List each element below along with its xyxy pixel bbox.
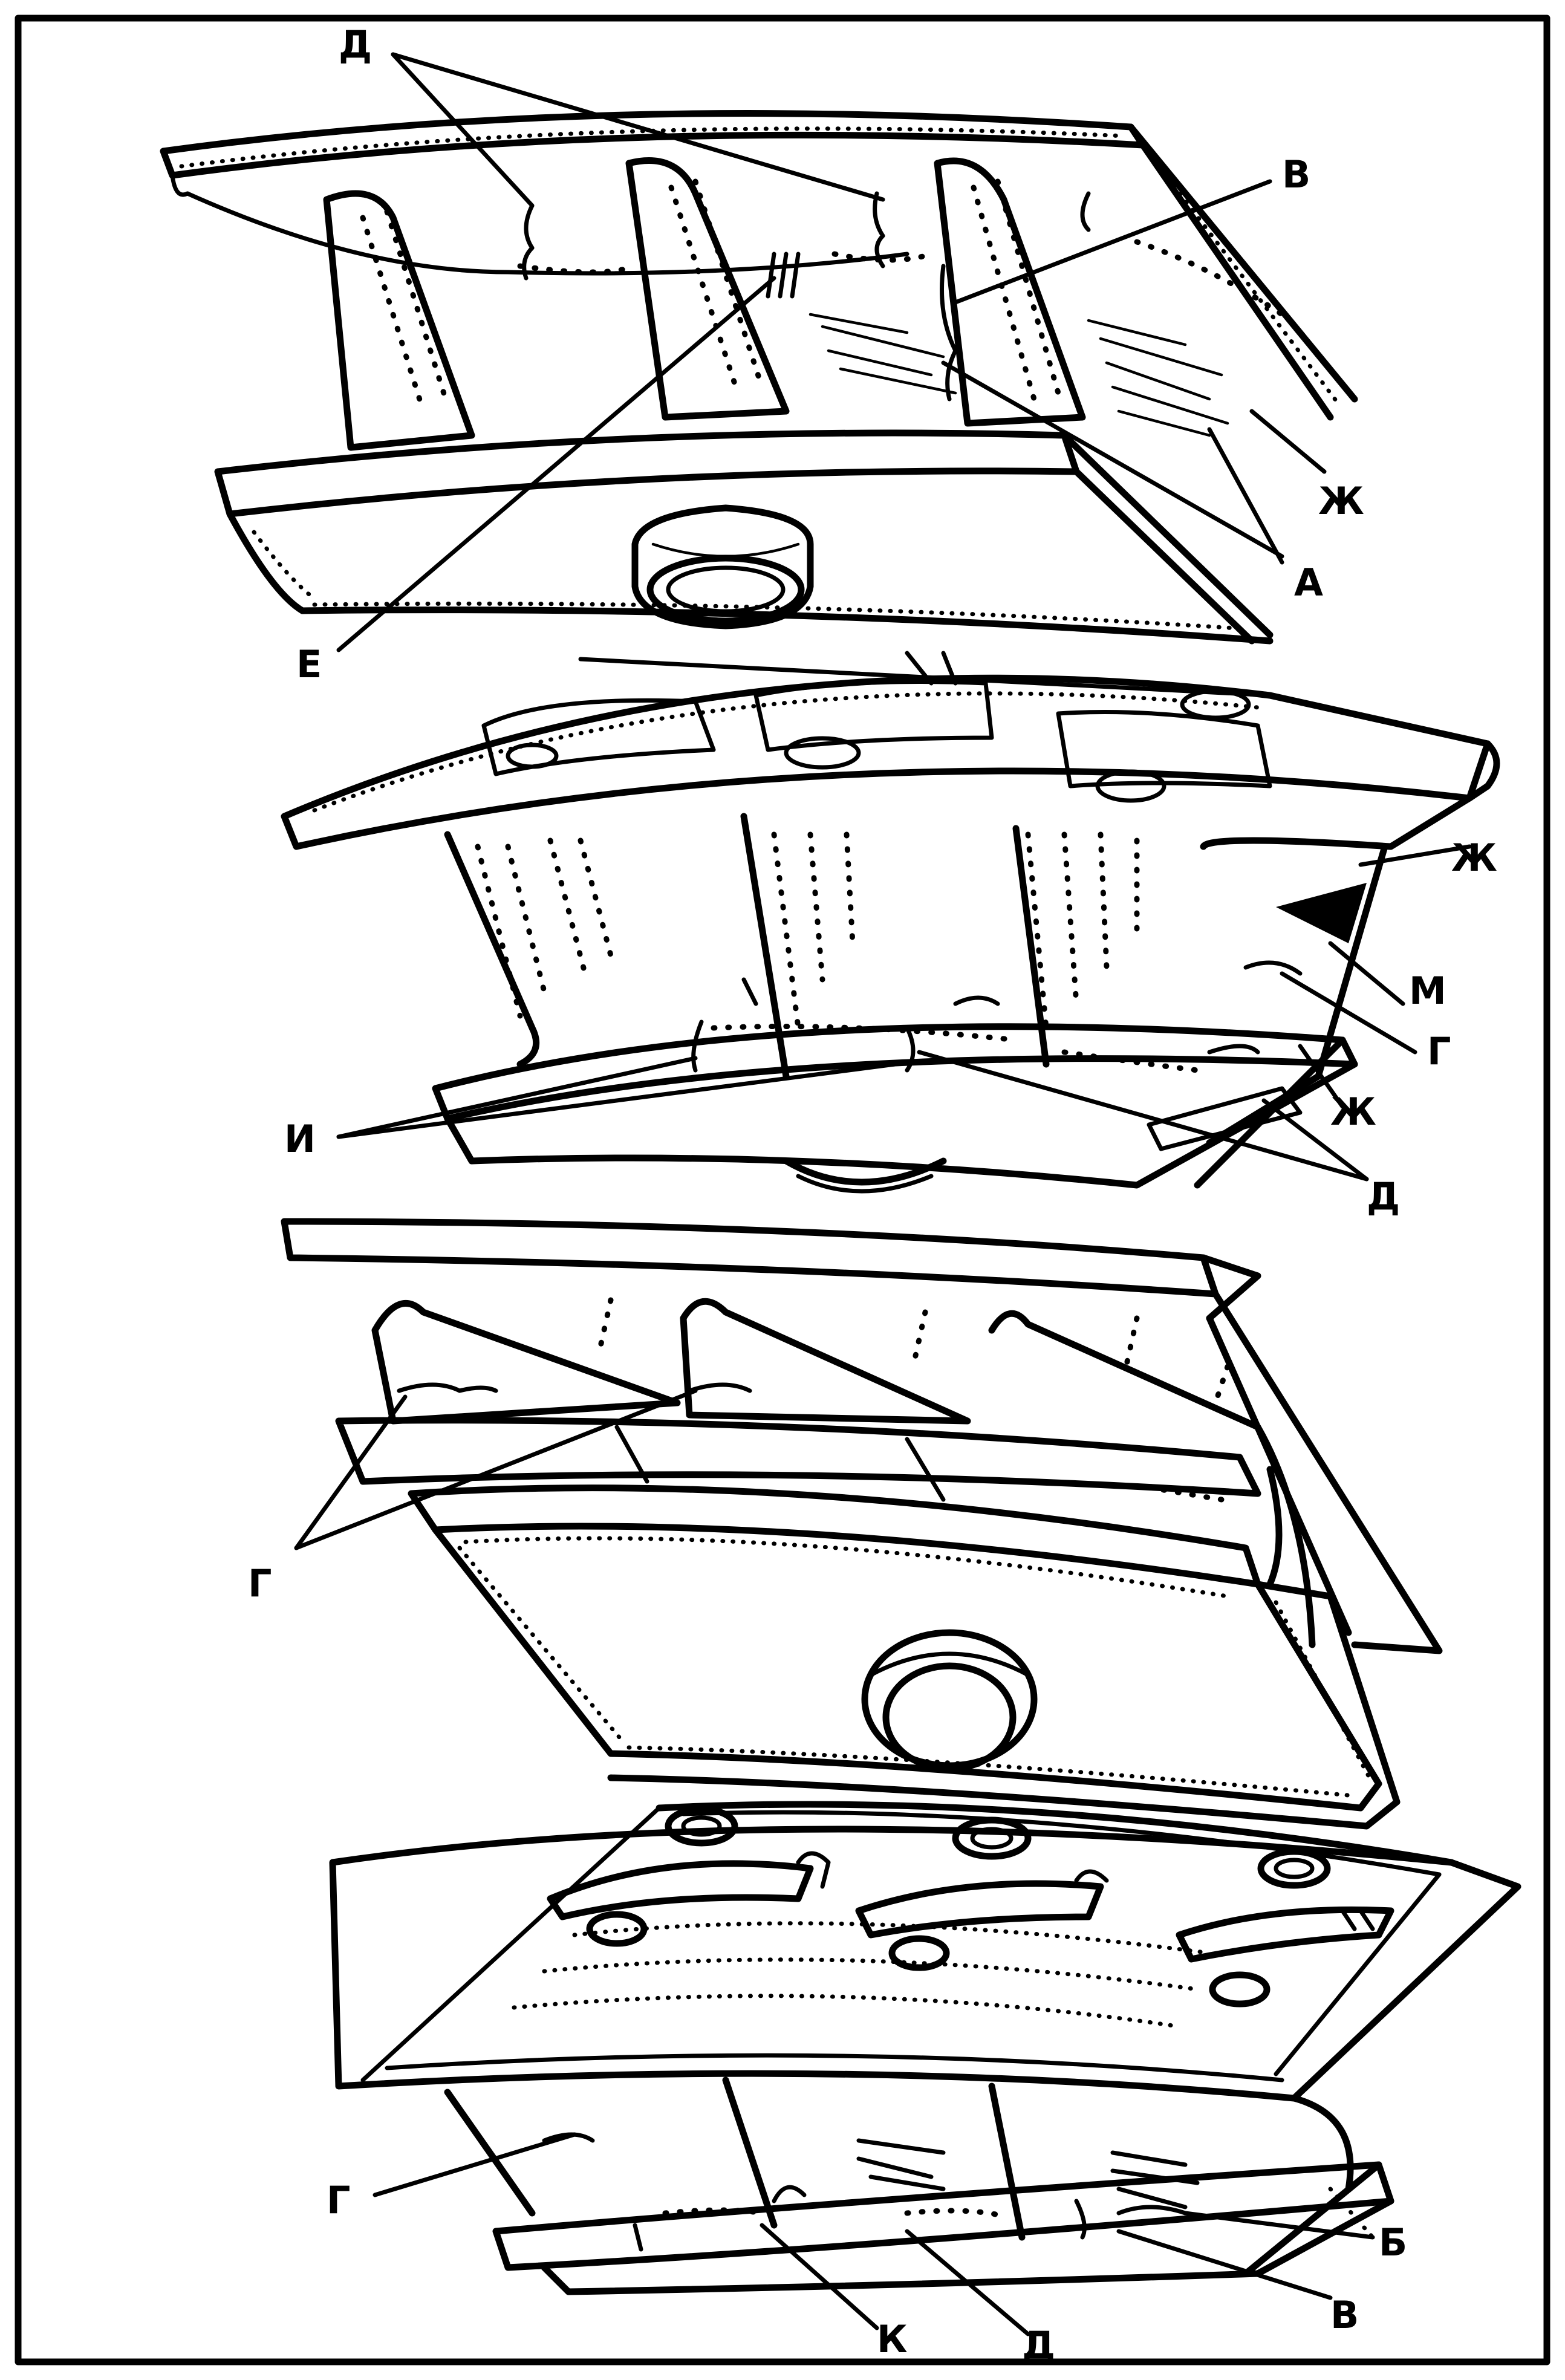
label-d-top: Д	[339, 22, 372, 67]
segment-2-leaders	[336, 844, 1472, 1182]
label-i-mid: И	[284, 1117, 316, 1161]
figure-labels: Д В Ж А Е Ж М Г Ж И Д Г Г Б В К Д	[248, 22, 1497, 2367]
label-v-top: В	[1282, 152, 1310, 197]
label-zh-top: Ж	[1318, 479, 1364, 523]
segment-4-nozzle-block	[329, 1801, 1521, 2295]
segment-3-nozzle-block	[281, 1218, 1443, 1830]
label-g-bottom: Г	[327, 2178, 351, 2222]
label-zh-mid2: Ж	[1330, 1090, 1376, 1134]
label-g-third: Г	[248, 1561, 272, 1605]
label-e-top: Е	[296, 642, 322, 686]
label-a-top: А	[1294, 561, 1323, 605]
label-d-mid: Д	[1367, 1174, 1400, 1218]
segment-1-nozzle-block	[160, 110, 1358, 645]
label-g-mid: Г	[1427, 1029, 1451, 1073]
label-d-bottom: Д	[1022, 2323, 1055, 2367]
label-zh-mid: Ж	[1451, 836, 1497, 880]
label-m-mid: М	[1409, 969, 1446, 1013]
segment-4-leaders	[373, 2132, 1375, 2336]
label-k-bottom: К	[877, 2317, 908, 2361]
segment-2-nozzle-block	[281, 651, 1500, 1194]
segment-1-leaders	[336, 52, 1327, 652]
label-b-bottom: Б	[1379, 2220, 1407, 2265]
figure-frame	[15, 15, 1550, 2365]
label-v-bottom: В	[1330, 2293, 1359, 2337]
segment-3-leaders	[294, 1388, 698, 1550]
